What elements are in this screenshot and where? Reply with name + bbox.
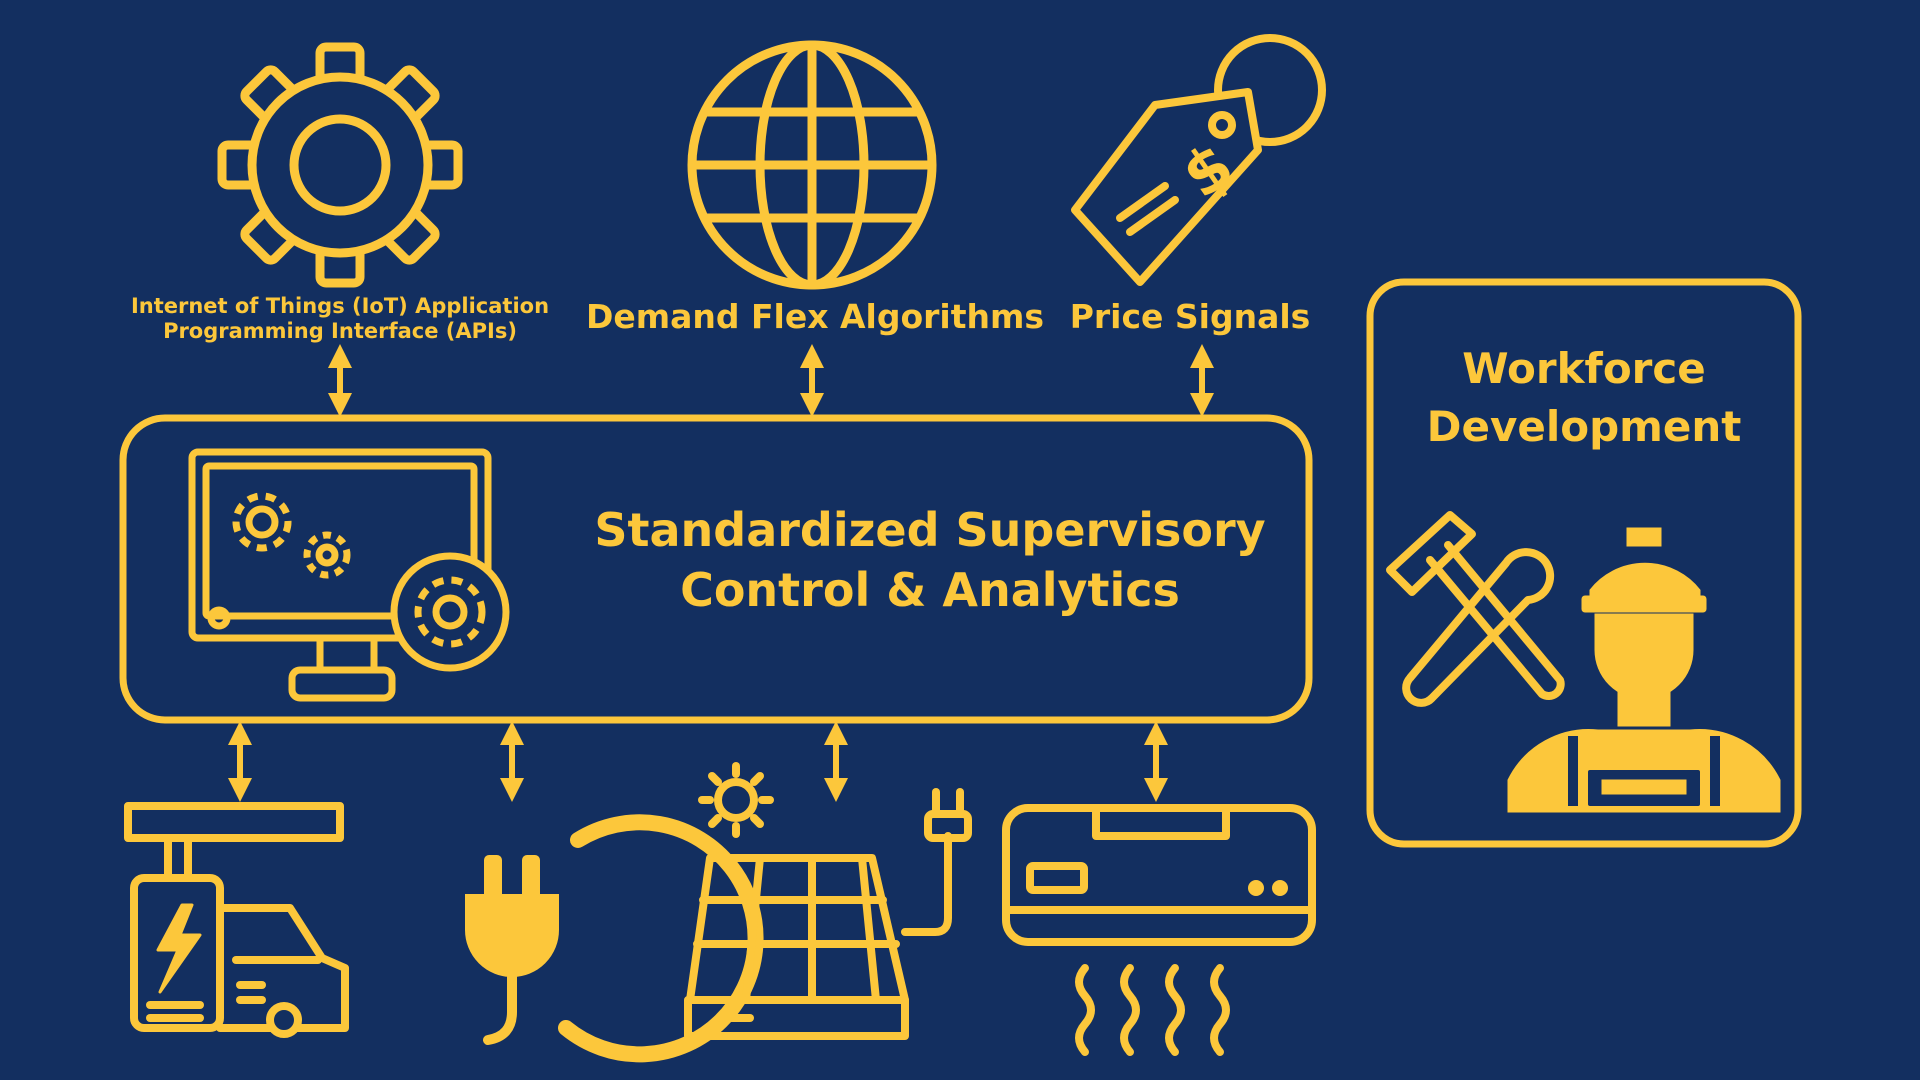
workforce-panel: [1366, 278, 1802, 848]
central-box: [119, 414, 1313, 724]
central-title: Standardized Supervisory Control & Analy…: [520, 500, 1340, 620]
demand-flex-label: Demand Flex Algorithms: [585, 297, 1045, 336]
iot-api-label-line1: Internet of Things (IoT) Application: [130, 294, 550, 318]
workforce-title: Workforce Development: [1370, 340, 1798, 456]
iot-api-label-line2: Programming Interface (APIs): [163, 319, 517, 343]
central-title-line1: Standardized Supervisory: [594, 503, 1266, 557]
construction-worker-icon: [1507, 527, 1781, 813]
workforce-title-line1: Workforce: [1462, 344, 1706, 393]
price-tag-icon: $: [1071, 34, 1326, 286]
ev-charging-station-icon: [124, 802, 349, 1038]
hammer-wrench-icon: [1386, 511, 1565, 707]
price-signals-label: Price Signals: [1069, 297, 1311, 336]
connector-arrows-top: [328, 344, 1214, 417]
connector-arrows-bottom: [228, 721, 1168, 802]
globe-icon: [687, 40, 937, 290]
solar-panel-icon: [684, 762, 972, 1040]
computer-monitor-gears-icon: [188, 448, 510, 702]
workforce-title-line2: Development: [1426, 402, 1742, 451]
air-conditioner-icon: [1002, 804, 1316, 1056]
iot-api-label: Internet of Things (IoT) Application Pro…: [100, 294, 580, 344]
central-title-line2: Control & Analytics: [680, 563, 1180, 617]
gear-icon: [217, 42, 463, 288]
